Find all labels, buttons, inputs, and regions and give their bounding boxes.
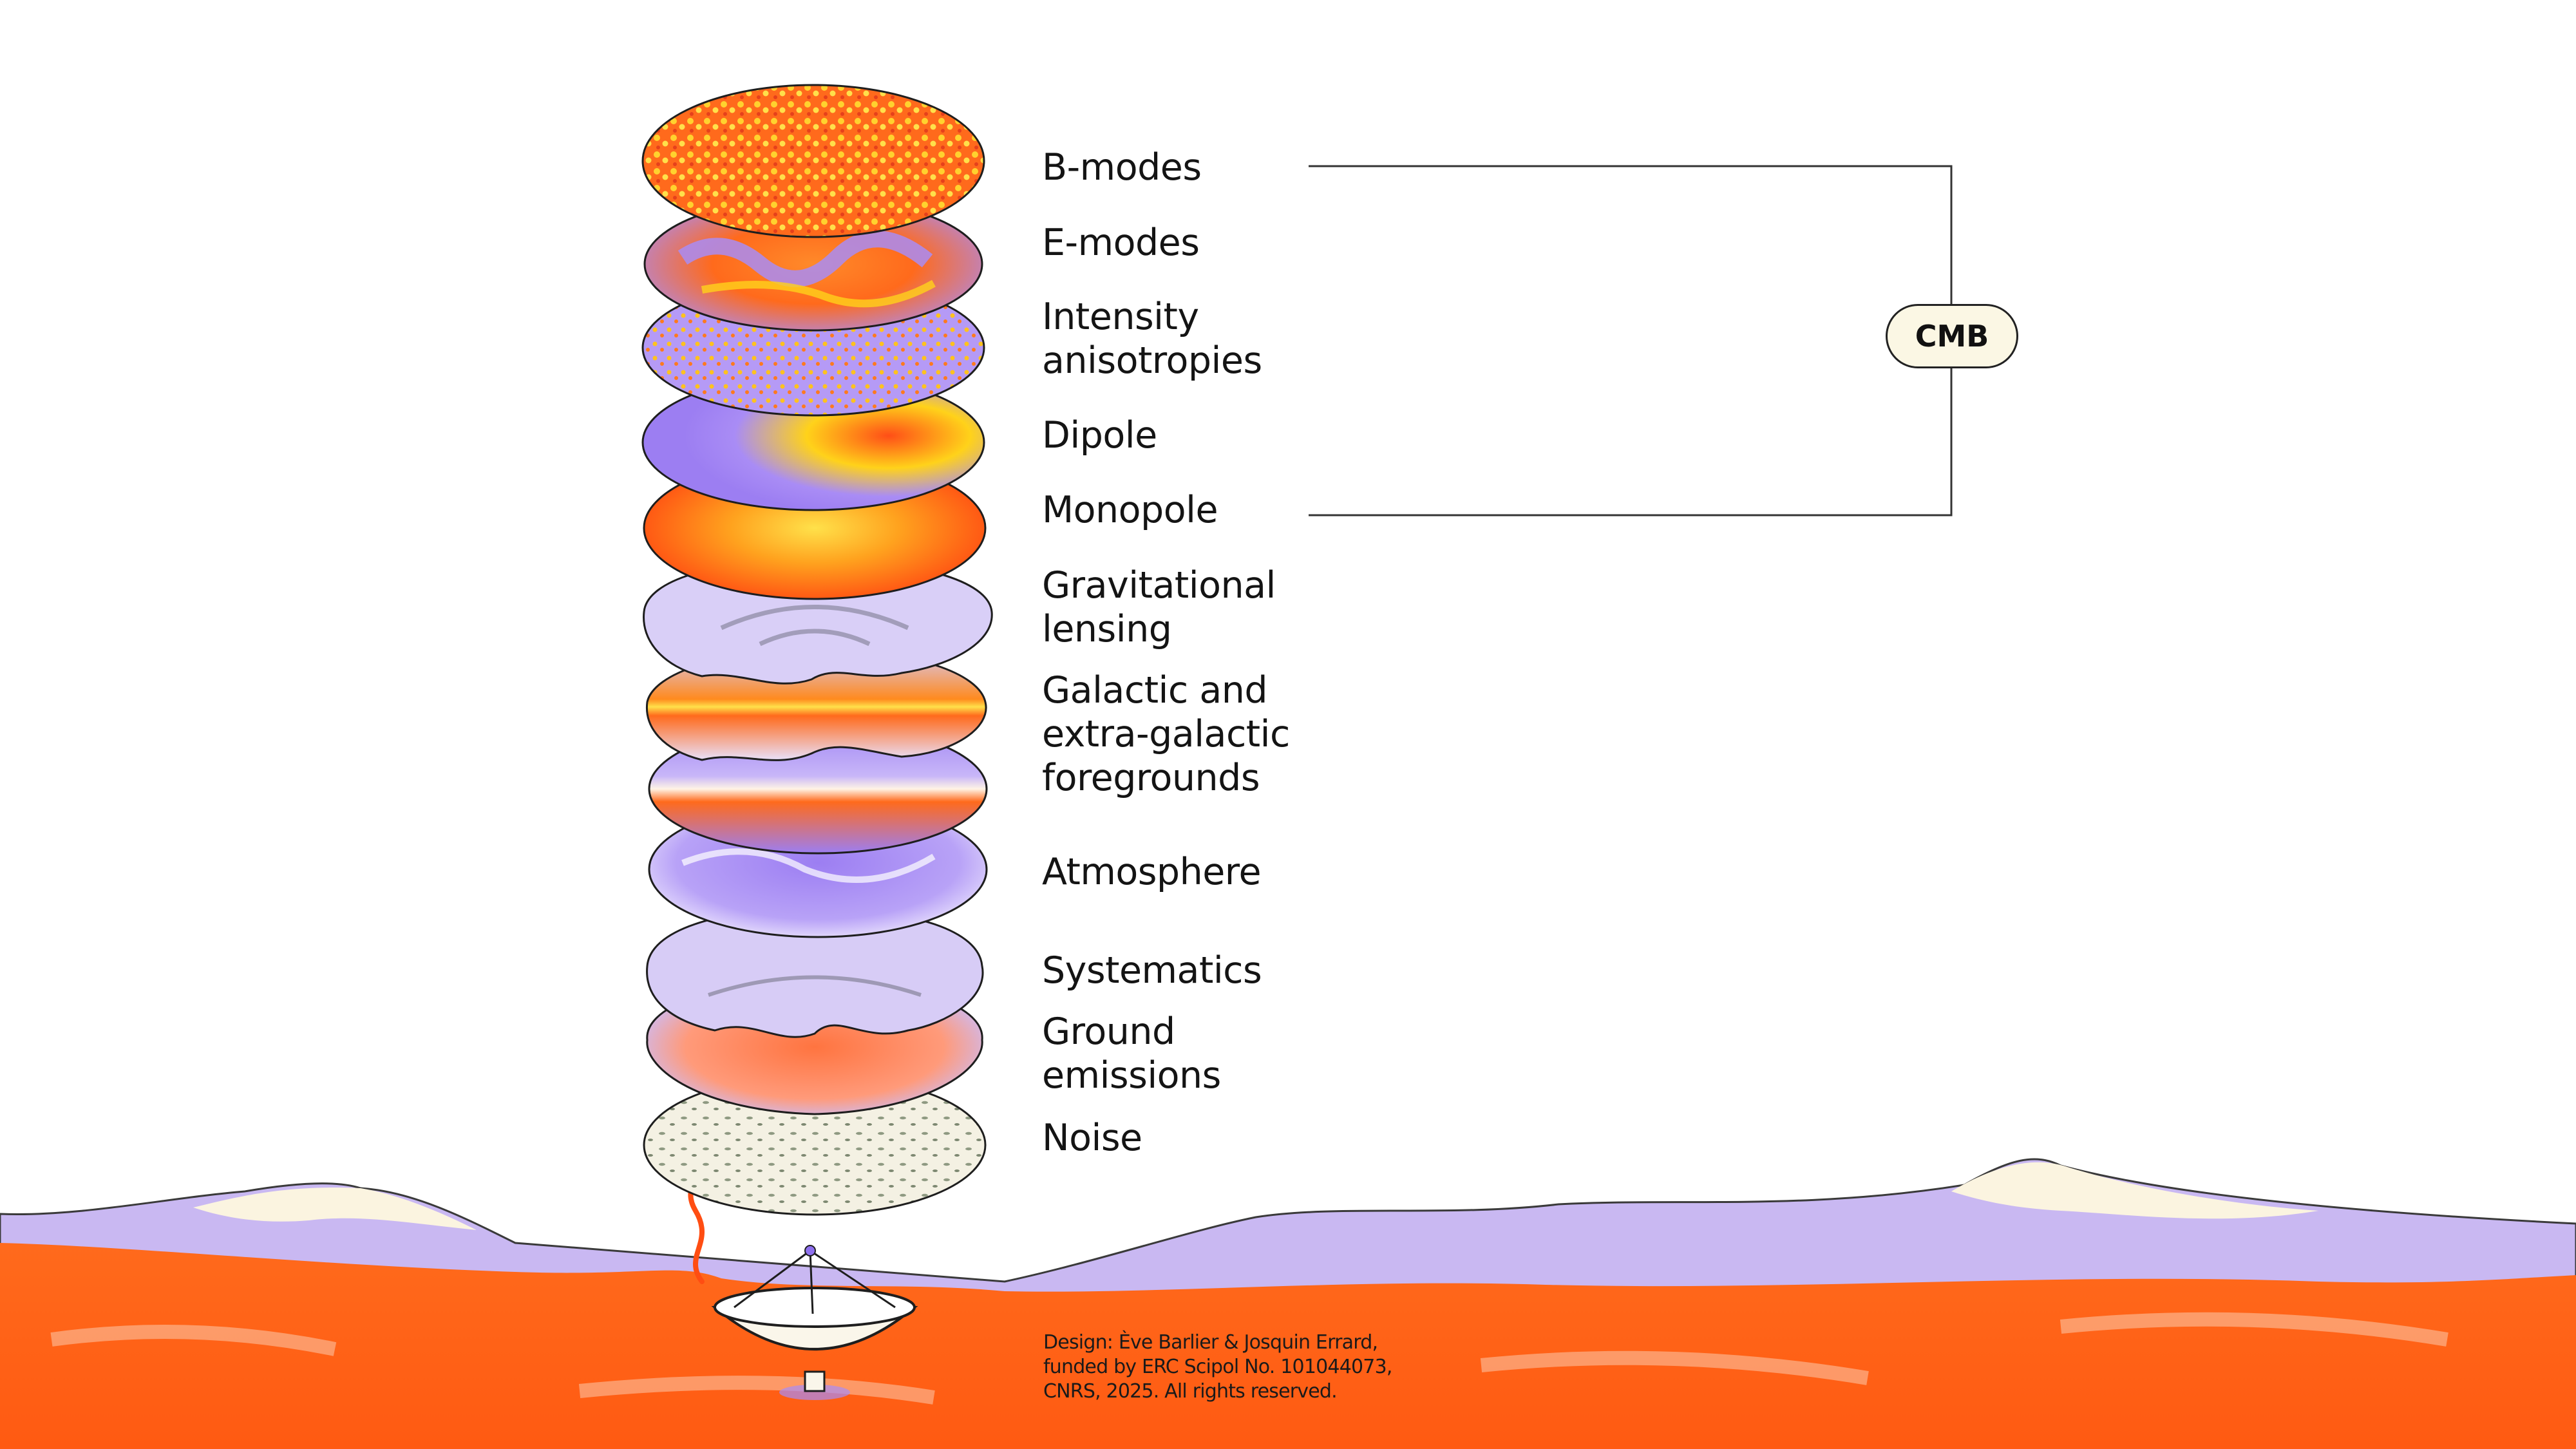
label-ground-emissions: Ground emissions	[1042, 1010, 1221, 1097]
b-modes-disc	[641, 84, 985, 238]
label-foregrounds: Galactic and extra-galactic foregrounds	[1042, 669, 1290, 799]
ground-texture	[50, 1312, 2448, 1405]
label-systematics: Systematics	[1042, 949, 1262, 992]
label-monopole: Monopole	[1042, 489, 1218, 531]
label-dipole: Dipole	[1042, 414, 1157, 457]
cmb-bracket	[1309, 165, 1953, 516]
cmb-badge: CMB	[1886, 304, 2018, 368]
label-b-modes: B-modes	[1042, 146, 1202, 189]
label-e-modes: E-modes	[1042, 222, 1200, 264]
label-intensity-anisotropies: Intensity anisotropies	[1042, 296, 1262, 382]
telescope-icon	[711, 1245, 918, 1400]
credit-text: Design: Ève Barlier & Josquin Errard, fu…	[1043, 1331, 1392, 1403]
label-noise: Noise	[1042, 1117, 1142, 1159]
label-atmosphere: Atmosphere	[1042, 851, 1262, 893]
layer-stack	[641, 84, 993, 1216]
ground	[0, 1243, 2576, 1449]
label-gravitational-lensing: Gravitational lensing	[1042, 564, 1276, 650]
landscape	[0, 1158, 2576, 1449]
